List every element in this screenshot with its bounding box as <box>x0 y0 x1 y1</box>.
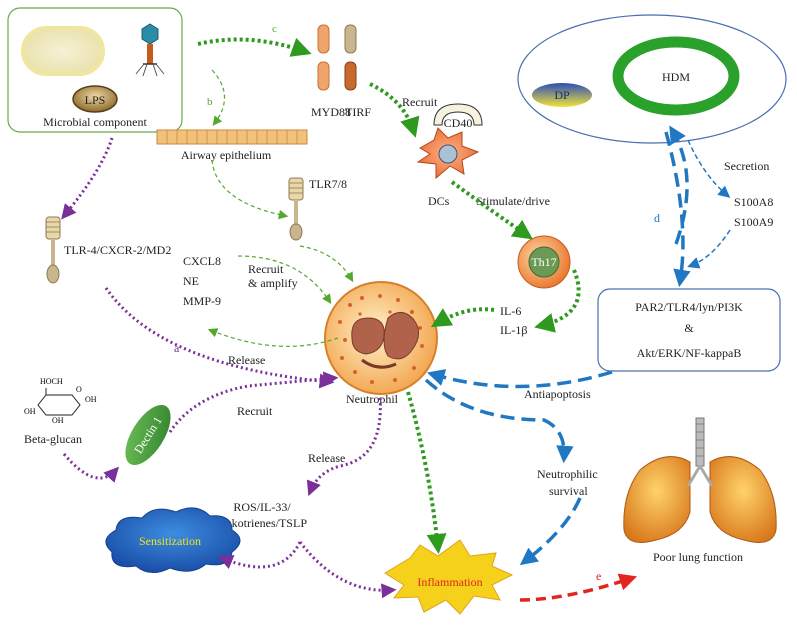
bacterium-image <box>21 26 105 76</box>
hdm-ring <box>612 36 740 116</box>
il6-label: IL-6 <box>500 304 521 318</box>
th17-nucleus <box>528 246 560 278</box>
par2-label-3: Akt/ERK/NF-kappaB <box>637 346 742 360</box>
neutrophil-cell <box>324 281 438 395</box>
label-b: b <box>207 96 213 108</box>
dp-label: DP <box>554 88 570 102</box>
label-c: c <box>272 23 277 35</box>
recruit-amplify-label-2: & amplify <box>248 276 298 290</box>
neutrophil-label: Neutrophil <box>346 392 399 406</box>
s100a8-label: S100A8 <box>734 195 773 209</box>
par2-label-1: PAR2/TLR4/lyn/PI3K <box>635 300 743 314</box>
neutrophilic-label-2: survival <box>549 484 588 498</box>
sensitization-label: Sensitization <box>139 534 201 548</box>
ros-label-2: leukotrienes/TSLP <box>217 516 307 530</box>
poor-lung-label: Poor lung function <box>653 550 743 564</box>
dectin-oval <box>125 404 171 466</box>
antiapoptosis-label: Antiapoptosis <box>524 387 591 401</box>
par2-pathway-box <box>597 288 781 372</box>
stimulate-drive-label: Stimulate/drive <box>476 194 550 208</box>
dcs-label: DCs <box>428 194 450 208</box>
dp-oval <box>532 83 592 107</box>
sugar-oh-3: OH <box>52 416 64 425</box>
s100a9-label: S100A9 <box>734 215 773 229</box>
lungs-image <box>623 417 777 543</box>
release-bottom-label: Release <box>308 451 345 465</box>
tlr4-receptor <box>45 216 61 284</box>
cd40-receptor <box>433 103 483 126</box>
sugar-oh-1: OH <box>85 395 97 404</box>
lps-oval <box>72 85 118 113</box>
tirf-receptor <box>344 24 357 91</box>
beta-glucan-label: Beta-glucan <box>24 432 82 446</box>
label-a: a <box>174 341 180 355</box>
lps-label: LPS <box>85 93 106 107</box>
tlr4-label: TLR-4/CXCR-2/MD2 <box>64 243 171 257</box>
mmp9-label: MMP-9 <box>183 294 221 308</box>
myd88-label: MYD88 <box>311 105 351 119</box>
sugar-oh-2: OH <box>24 407 36 416</box>
tlr78-label: TLR7/8 <box>309 177 347 191</box>
airway-epithelium-image <box>156 129 308 145</box>
arrows <box>61 37 731 602</box>
dc-nucleus <box>438 144 458 164</box>
inflammation-label: Inflammation <box>417 575 482 589</box>
th17-label: Th17 <box>531 255 556 269</box>
hdm-label: HDM <box>662 70 690 84</box>
release-left-label: Release <box>228 353 265 367</box>
ne-label: NE <box>183 274 199 288</box>
tirf-label: TIRF <box>345 105 371 119</box>
neutrophilic-label-1: Neutrophilic <box>537 467 598 481</box>
sugar-hoch2: HOCH <box>40 377 63 386</box>
ros-label-1: ROS/IL-33/ <box>233 500 291 514</box>
bacteriophage-image <box>135 23 165 77</box>
sugar-o: O <box>76 385 82 394</box>
recruit-dc-label: Recruit <box>402 95 438 109</box>
microbial-component-label: Microbial component <box>43 115 147 129</box>
recruit-bottom-label: Recruit <box>237 404 273 418</box>
il1b-label: IL-1β <box>500 323 527 337</box>
cxcl8-label: CXCL8 <box>183 254 221 268</box>
beta-glucan-structure <box>37 388 81 416</box>
airway-epithelium-label: Airway epithelium <box>181 148 272 162</box>
label-e: e <box>596 569 601 583</box>
sensitization-cloud <box>105 507 241 573</box>
cd40-label: CD40 <box>444 116 473 130</box>
recruit-amplify-label-1: Recruit <box>248 262 284 276</box>
par2-label-2: & <box>684 321 694 335</box>
tlr78-receptor <box>288 177 304 241</box>
myd88-receptor <box>317 24 330 91</box>
inflammation-burst <box>384 539 514 615</box>
secretion-label: Secretion <box>724 159 769 173</box>
label-d: d <box>654 211 660 225</box>
